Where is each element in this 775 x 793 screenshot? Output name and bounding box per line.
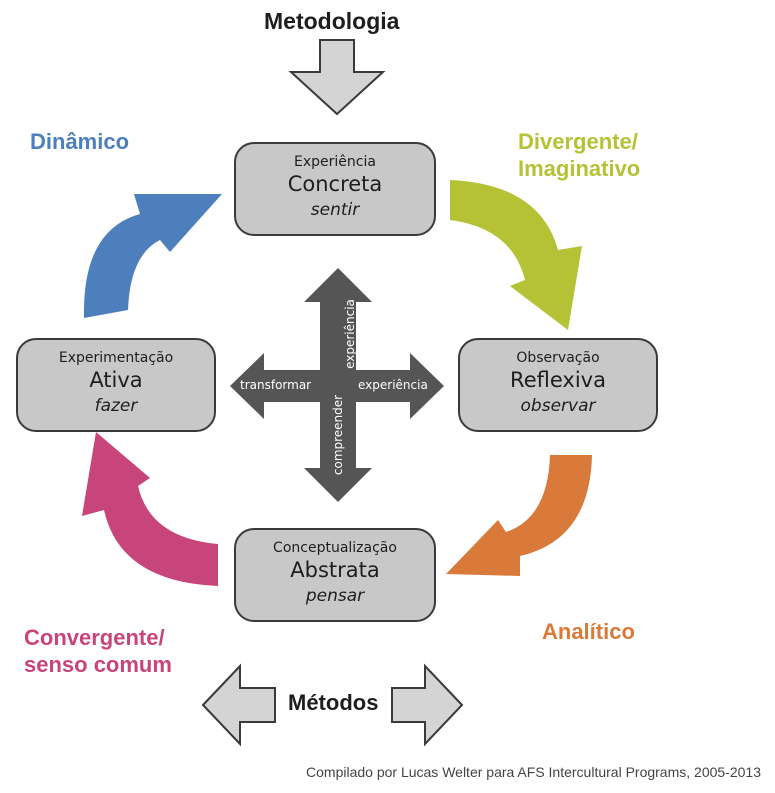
cross-label-left: transformar [240,378,312,392]
box-right-line1: Observação [516,350,600,366]
credit-text: Compilado por Lucas Welter para AFS Inte… [306,764,761,780]
cross-label-down: compreender [331,394,345,476]
box-left-line3: fazer [94,396,138,416]
cross-arrows [230,268,444,502]
box-bottom-line3: pensar [305,586,365,606]
label-divergente: Divergente/ Imaginativo [518,128,640,182]
box-top-line1: Experiência [294,154,376,170]
divergente-arrow [450,180,582,330]
label-analitico-text: Analítico [542,619,635,644]
box-top-line2: Concreta [287,172,383,196]
cross-label-up: experiência [343,299,357,369]
box-left-line2: Ativa [89,368,143,392]
label-convergente-line2: senso comum [24,652,172,677]
box-right-line3: observar [520,396,596,416]
methods-label: Métodos [288,690,379,715]
analitico-arrow [446,455,592,576]
label-divergente-line1: Divergente/ [518,129,638,154]
box-bottom-line2: Abstrata [290,558,380,582]
label-dinamico-text: Dinâmico [30,129,130,154]
box-right-line2: Reflexiva [510,368,606,392]
label-divergente-line2: Imaginativo [518,156,641,181]
label-analitico: Analítico [542,618,635,645]
convergente-arrow [82,432,218,586]
box-conceptualizacao-abstrata: Conceptualização Abstrata pensar [234,528,436,622]
dinamico-arrow [83,194,222,318]
diagram-title: Metodologia [264,8,400,34]
label-dinamico: Dinâmico [30,128,129,155]
box-left-line1: Experimentação [58,350,174,366]
arrow-down-icon [288,39,386,116]
box-top-line3: sentir [310,200,360,220]
label-convergente: Convergente/ senso comum [24,624,172,678]
arrow-left-icon [201,663,276,747]
cross-label-right: experiência [358,378,428,392]
box-bottom-line1: Conceptualização [273,540,397,556]
arrow-right-icon [391,663,464,747]
box-experiencia-concreta: Experiência Concreta sentir [234,142,436,236]
label-convergente-line1: Convergente/ [24,625,165,650]
box-observacao-reflexiva: Observação Reflexiva observar [458,338,658,432]
box-experimentacao-ativa: Experimentação Ativa fazer [16,338,216,432]
